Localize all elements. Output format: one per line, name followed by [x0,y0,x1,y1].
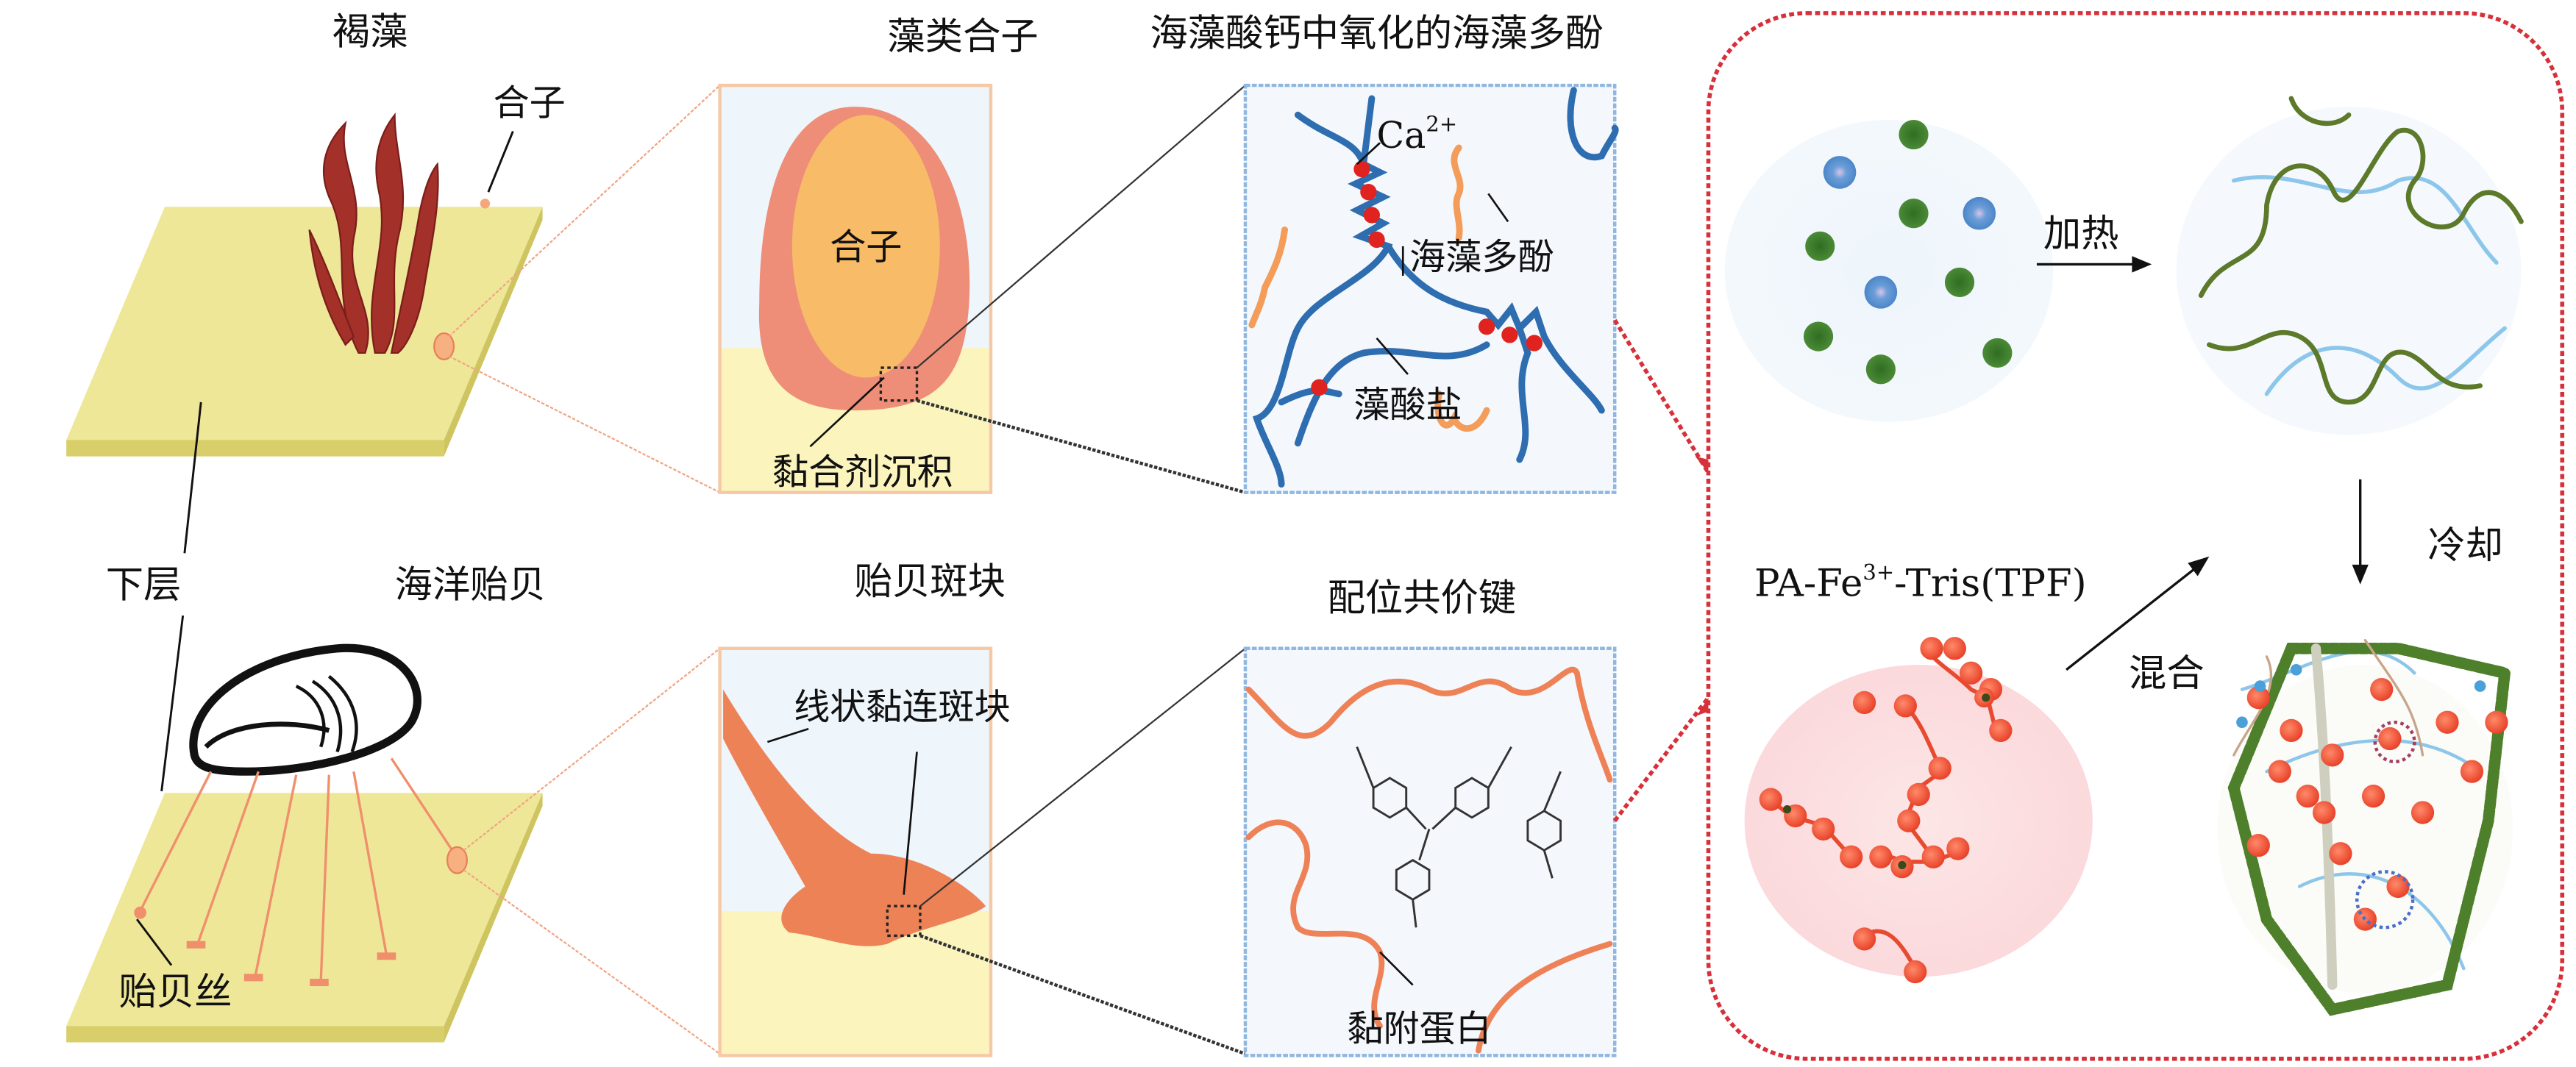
zygote-dot [480,199,491,209]
zygote-inner-label: 合子 [830,226,902,268]
substrate-plate-top-edge [66,440,444,457]
cooling-label: 冷却 [2427,524,2503,568]
thread-plaque-label: 线状黏连斑块 [794,685,1011,728]
brown-algae-label: 褐藻 [332,10,408,54]
zygote-spot [433,332,455,360]
zoom-box [879,366,919,402]
plaque-spot [446,846,468,874]
entangled-chains [2176,96,2524,435]
tpf-suffix: -Tris(TPF) [1894,561,2086,605]
adhesive-protein-label: 黏附蛋白 [1347,1007,1491,1049]
substrate-label: 下层 [106,563,182,607]
arrow-diagonal-icon [2188,556,2210,577]
particles-cluster [1724,119,2054,422]
mussel-substrate-scene: 海洋贻贝 贻贝丝 [66,563,721,1055]
plaque-shape [723,689,986,946]
zygote-inner-shape [791,115,940,378]
polyphenol-chains [1248,144,1490,432]
byssus-label: 贻贝丝 [119,970,232,1014]
alginate-panel: 海藻酸钙中氧化的海藻多酚 Ca2+ 海藻多酚 藻酸盐 [1150,12,1619,494]
protein-chains [1245,666,1613,1054]
alginate-label: 藻酸盐 [1353,383,1462,426]
calcium-symbol: Ca [1377,114,1426,157]
substrate-plate-bottom [66,793,543,1027]
arrow-down-icon [2352,564,2369,585]
arrow-right-icon [2132,256,2152,273]
mussel-icon [189,643,421,776]
algal-zygote-title: 藻类合子 [887,15,1038,59]
tpf-charge: 3+ [1862,560,1894,585]
zygote-pointer-label: 合子 [494,81,566,124]
algae-substrate-scene: 褐藻 合子 [66,10,721,493]
calcium-label: Ca2+ [1377,112,1458,157]
tpf-label: PA-Fe3+-Tris(TPF) [1754,560,2087,605]
marine-mussel-label: 海洋贻贝 [395,563,546,607]
coordination-title: 配位共价键 [1328,576,1517,620]
byssal-threads [134,757,454,987]
tpf-cluster [1744,637,2093,984]
mixing-label: 混合 [2129,652,2205,696]
hydrogel-process-frame: 加热 冷却 PA-Fe3+-Tris(TPF) [1706,11,2565,1061]
tpf-prefix: PA-Fe [1754,561,1862,605]
alginate-title: 海藻酸钙中氧化的海藻多酚 [1150,12,1603,56]
substrate-plate-top [66,207,543,440]
alginate-chains [1252,87,1619,488]
seaweed-icon [308,113,439,354]
calcium-charge: 2+ [1426,112,1457,137]
polyphenol-label: 海藻多酚 [1409,235,1554,278]
adhesive-deposit-label: 黏合剂沉积 [772,451,953,493]
heating-label: 加热 [2043,212,2119,256]
coordination-panel: 配位共价键 黏附蛋白 [1243,576,1617,1057]
catechol-rings [1356,746,1562,928]
mussel-plaque-title: 贻贝斑块 [855,560,1006,604]
calcium-ions [1311,160,1543,396]
hydrogel-network [2217,638,2513,1016]
algal-zygote-panel: 藻类合子 合子 黏合剂沉积 [718,15,1246,494]
mussel-plaque-panel: 贻贝斑块 线状黏连斑块 [718,560,1246,1057]
